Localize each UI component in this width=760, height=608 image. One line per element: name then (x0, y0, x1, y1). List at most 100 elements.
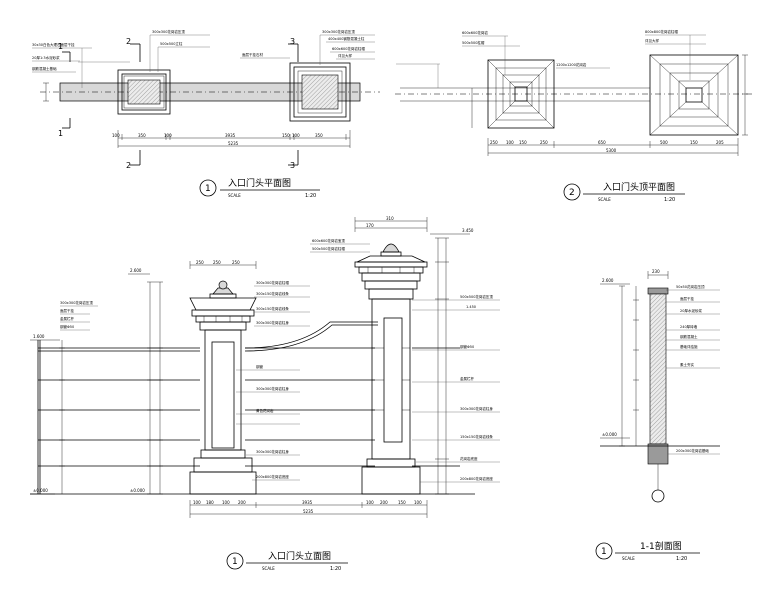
roof-note-left-1: 600x600花岗岩 (462, 30, 488, 35)
elev-note-right-1: 500x500花岗岩压顶 (460, 294, 493, 299)
elev-bottom-dim-4: 200 (238, 500, 246, 505)
elev-top-dim-3: 250 (232, 260, 240, 265)
section-mark-3-top: 3 (290, 37, 295, 46)
plan-title-circle (199, 179, 217, 197)
elev-bottom-dim-1: 100 (193, 500, 201, 505)
elevation-large-pier (354, 243, 428, 495)
elev-bottom-dim-9: 100 (414, 500, 422, 505)
roof-dimensions: 250 100 150 250 650 500 150 205 5300 (487, 138, 739, 156)
elev-level-4: ±0.000 (130, 488, 145, 493)
section-title-block: 1 1-1剖面图 SCALE 1:20 (595, 540, 700, 562)
elevation-fence-rails (37, 340, 460, 494)
roof-dim-5: 650 (598, 140, 606, 145)
section-note-1: 50x50花岗岩压顶 (676, 284, 705, 289)
plan-dim-total: 5235 (228, 141, 239, 146)
plan-dim-1: 100 (112, 133, 120, 138)
elevation-title-circle (226, 552, 244, 570)
elev-level-1: 2.600 (130, 268, 142, 273)
section-note-8: 200x300花岗岩基础 (676, 448, 709, 453)
plan-pier-left (117, 69, 171, 115)
plan-dim-3: 100 (164, 133, 172, 138)
plan-dimensions: 100 350 100 3935 150 100 350 5235 (112, 130, 351, 148)
elev-note-top-1: 600x600花岗岩宝顶 (312, 238, 345, 243)
section-notes: 50x50花岗岩压顶 面层干挂 20厚水泥砂浆 240厚砖墙 钢筋混凝土 基础详… (676, 284, 709, 453)
plan-section-marks: 1 1 2 2 3 3 (58, 37, 299, 170)
roof-view-number: 2 (569, 188, 575, 198)
plan-note-left-2: 20厚1:3水泥砂浆 (32, 55, 60, 60)
elev-level-top: 3.450 (462, 228, 474, 233)
section-view-scale: 1:20 (676, 556, 687, 562)
plan-note-right-1: 300x300花岗岩压顶 (322, 29, 355, 34)
elev-note-left-3: 金属栏杆 (60, 316, 74, 321)
elev-top-dim-2: 250 (213, 260, 221, 265)
elev-note-mid-3: 300x150花岗岩线条 (256, 306, 289, 311)
elev-note-right-6: 150x150花岗岩线条 (460, 434, 493, 439)
section-level-top: 2.600 (602, 278, 614, 283)
section-note-5: 钢筋混凝土 (680, 334, 698, 339)
section-note-2: 面层干挂 (680, 296, 694, 301)
elev-level-2: 1.600 (33, 334, 45, 339)
roof-title-circle (563, 183, 581, 201)
elevation-arch-curve-inner (244, 324, 378, 352)
elev-note-left-1: 300x300花岗岩压顶 (60, 300, 93, 305)
roof-dim-2: 100 (506, 140, 514, 145)
elev-bottom-dim-8: 150 (398, 500, 406, 505)
section-note-4: 240厚砖墙 (680, 324, 698, 329)
section-mark-2-top: 2 (126, 37, 131, 46)
plan-note-mid-1: 300x300花岗岩压顶 (152, 29, 185, 34)
roof-pier-right (649, 54, 739, 136)
elevation-notes: 300x300花岗岩压顶 面层干挂 金属栏杆 钢管Φ50 300x300花岗岩柱… (60, 238, 493, 481)
section-title-circle (595, 542, 613, 560)
elev-level-3: ±0.000 (33, 488, 48, 493)
elev-note-top-2: 500x500花岗岩柱帽 (312, 246, 345, 251)
elev-bottom-dim-3: 100 (222, 500, 230, 505)
plan-note-mid-3: 面层干挂石材 (242, 52, 263, 57)
section-note-6: 基础详结施 (680, 344, 698, 349)
section-footing (647, 443, 669, 465)
roof-notes: 600x600花岗岩 500x500柱帽 1200x1200花岗岩 800x80… (462, 29, 678, 67)
elev-note-mid-1: 300x300花岗岩柱帽 (256, 280, 289, 285)
section-pile-circle (651, 489, 665, 503)
plan-view-scale: 1:20 (305, 193, 316, 199)
elevation-top-dims: 250 250 250 310 170 (189, 216, 428, 269)
plan-dim-7: 350 (315, 133, 323, 138)
roof-view-title: 入口门头顶平面图 (603, 181, 675, 193)
elev-note-mid-9: 200x800花岗岩底座 (256, 474, 289, 479)
section-mark-1-bottom: 1 (58, 129, 63, 138)
elev-top-dim-1: 250 (196, 260, 204, 265)
elevation-view: 250 250 250 310 170 (30, 216, 500, 572)
roof-note-right-2: 详见大样 (645, 38, 659, 43)
elev-note-left-4: 钢管Φ50 (60, 324, 74, 329)
roof-right-vertical-dims (471, 54, 748, 136)
plan-note-right-2: 400x400钢筋混凝土柱 (328, 36, 365, 41)
elev-bottom-dim-7: 200 (380, 500, 388, 505)
plan-dim-4: 3935 (225, 133, 236, 138)
elev-note-right-3: 钢管Φ50 (460, 344, 474, 349)
elev-note-right-5: 300x300花岗岩柱身 (460, 406, 493, 411)
elev-note-mid-2: 300x150花岗岩线条 (256, 291, 289, 296)
section-mark-2-bottom: 2 (126, 161, 131, 170)
elevation-title-block: 1 入口门头立面图 SCALE 1:20 (226, 550, 348, 572)
plan-leaders (32, 34, 375, 88)
elev-note-right-4: 金属栏杆 (460, 376, 474, 381)
roof-leaders (396, 34, 706, 88)
section-leaders (666, 289, 720, 455)
section-coping (647, 287, 669, 295)
roof-dim-total: 5300 (606, 148, 617, 153)
elev-note-right-8: 200x800花岗岩底座 (460, 476, 493, 481)
elev-note-mid-4: 300x300花岗岩柱身 (256, 320, 289, 325)
roof-note-left-3: 1200x1200花岗岩 (556, 62, 587, 67)
elev-note-mid-5: 钢管 (256, 364, 264, 369)
plan-note-right-3: 600x600花岗岩柱帽 (332, 46, 365, 51)
roof-note-left-2: 500x500柱帽 (462, 40, 485, 45)
elev-note-mid-7: 黄色花岗岩 (256, 408, 274, 413)
elevation-view-scale: 1:20 (330, 566, 341, 572)
roof-view-scale-label: SCALE (598, 197, 611, 202)
plan-view-number: 1 (205, 184, 211, 194)
roof-dim-4: 250 (540, 140, 548, 145)
elevation-view-scale-label: SCALE (262, 566, 275, 571)
section-view-scale-label: SCALE (622, 556, 635, 561)
plan-view-title: 入口门头平面图 (228, 177, 291, 189)
elev-note-right-7: 花岗岩底座 (460, 456, 478, 461)
elevation-view-number: 1 (232, 557, 238, 567)
